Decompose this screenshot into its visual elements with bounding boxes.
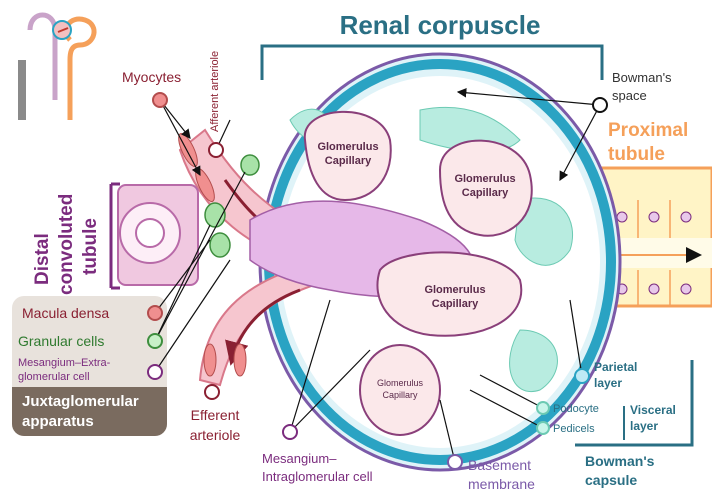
- pedicels-label: Pedicels: [553, 423, 595, 435]
- bowmans-space-label-l1: Bowman's: [612, 70, 672, 85]
- nephron-icon: [22, 15, 94, 120]
- svg-text:Distal: Distal: [32, 233, 53, 285]
- bowmans-space-label: Bowman's space: [612, 70, 672, 103]
- title: Renal corpuscle: [340, 10, 541, 40]
- podocyte-label: Podocyte: [553, 403, 599, 415]
- mesangium-intra-label: Mesangium–Intraglomerular cell: [262, 451, 373, 484]
- mesangium-extra-label: Mesangium–Extra-glomerular cell: [18, 357, 111, 383]
- afferent-label: Afferent arteriole: [209, 51, 221, 132]
- distal-label: Distal convoluted tubule: [32, 194, 101, 295]
- svg-text:tubule: tubule: [80, 218, 101, 275]
- svg-text:convoluted: convoluted: [56, 194, 77, 295]
- bowmans-space-label-l2: space: [612, 88, 647, 103]
- granular-label: Granular cells: [18, 333, 104, 349]
- myocytes-label: Myocytes: [122, 69, 181, 85]
- macula-label: Macula densa: [22, 305, 109, 321]
